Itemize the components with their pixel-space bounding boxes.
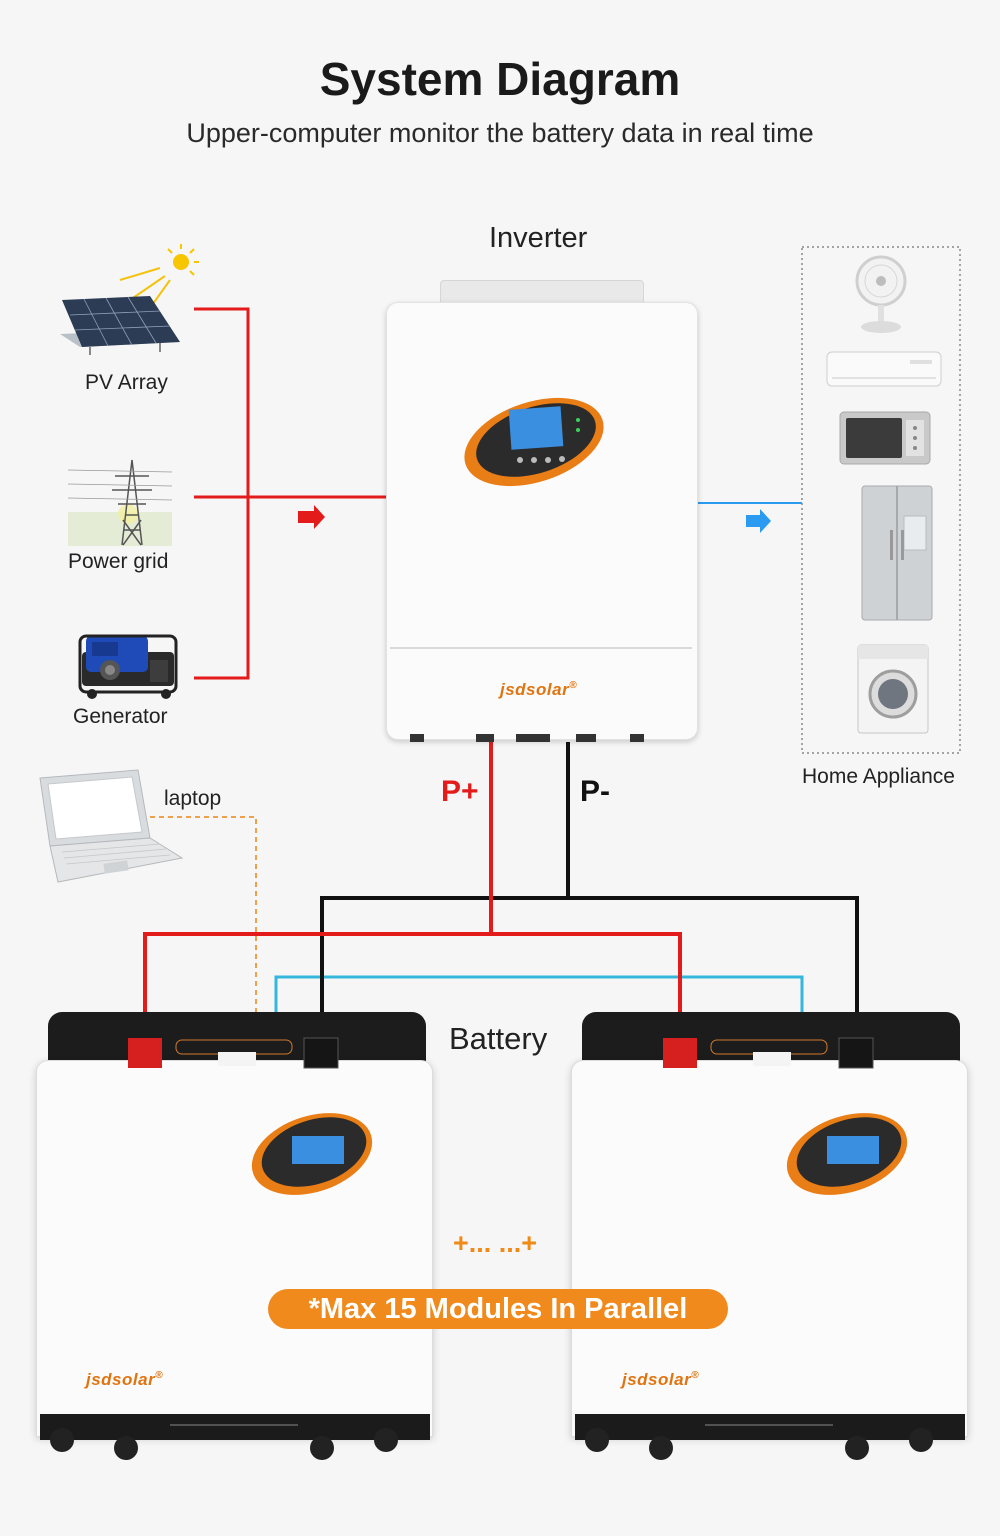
laptop-wire: [150, 816, 257, 1040]
negative-wires: [320, 742, 859, 1040]
fan-icon: [855, 255, 907, 333]
inverter: [386, 302, 698, 740]
output-arrow-icon: [746, 509, 771, 533]
appliance-box: [801, 246, 961, 754]
generator-label: Generator: [73, 705, 168, 728]
battery-2-base: [575, 1414, 965, 1440]
input-arrow-icon: [298, 505, 325, 529]
battery-1-brand-logo: jsdsolar®: [86, 1370, 164, 1389]
battery-module-1: [36, 1060, 433, 1437]
generator-icon: [78, 634, 178, 699]
washing-machine-icon: [857, 644, 929, 734]
air-conditioner-icon: [826, 351, 942, 387]
positive-wires: [143, 742, 682, 1040]
source-wires: [194, 307, 386, 680]
battery-details-art: [50, 1037, 933, 1460]
microwave-icon: [839, 411, 931, 465]
parallel-indicator: +... ...+: [452, 1228, 538, 1258]
pv-array-label: PV Array: [85, 371, 168, 394]
battery-2-brand-logo: jsdsolar®: [622, 1370, 700, 1389]
inverter-panel-art: [390, 397, 692, 742]
home-appliance-label: Home Appliance: [802, 765, 955, 788]
comm-wire: [274, 975, 804, 1045]
laptop-label: laptop: [164, 787, 222, 810]
power-tower-icon: [67, 459, 173, 546]
power-grid-label: Power grid: [68, 550, 169, 573]
battery-module-2: [571, 1060, 968, 1437]
laptop-icon: [39, 769, 184, 883]
positive-terminal-label: P+: [441, 775, 479, 808]
page-subtitle: Upper-computer monitor the battery data …: [186, 118, 814, 148]
solar-panel-icon: [60, 244, 199, 355]
refrigerator-icon: [861, 485, 933, 621]
inverter-label: Inverter: [489, 222, 588, 254]
battery-label: Battery: [449, 1021, 548, 1056]
battery-1-base: [40, 1414, 430, 1440]
max-modules-badge: *Max 15 Modules In Parallel: [268, 1289, 728, 1329]
inverter-brand-logo: jsdsolar®: [500, 680, 578, 699]
page-title: System Diagram: [319, 53, 681, 105]
negative-terminal-label: P-: [580, 775, 610, 808]
